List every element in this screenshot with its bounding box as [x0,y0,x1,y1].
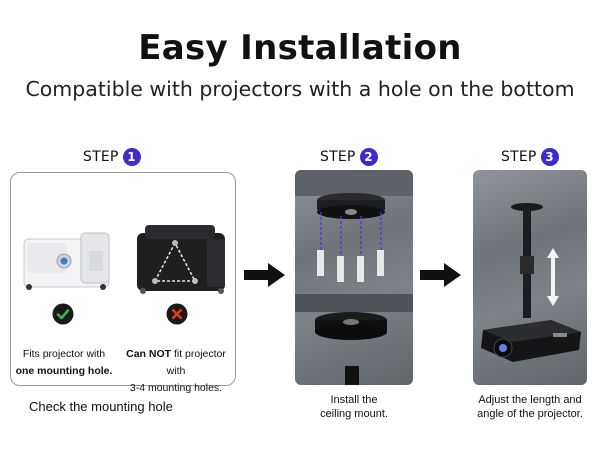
step-3-word: STEP [501,149,537,165]
step-3-caption: Adjust the length and angle of the proje… [457,393,600,421]
bad-caption: Can NOT fit projector with 3-4 mounting … [117,346,235,397]
step-2-caption: Install the ceiling mount. [295,393,413,421]
step-1-panel: Fits projector with one mounting hole. C… [10,172,236,394]
step-1-number-badge: 1 [122,148,141,166]
step-1-bottom-text: Check the mounting hole [29,399,173,414]
bad-caption-bold: Can NOT [126,348,172,360]
arrow-right-icon [244,263,285,287]
cross-icon [166,303,188,325]
check-icon [52,303,74,325]
step-2-caption-line1: Install the [330,394,378,406]
step-2-caption-line2: ceiling mount. [320,408,388,420]
projector-single-hole-image [23,232,110,290]
page-subtitle: Compatible with projectors with a hole o… [25,77,575,101]
good-caption: Fits projector with one mounting hole. [11,346,117,380]
step-1-word: STEP [83,149,119,165]
adjustable-mount-illustration [481,203,581,362]
arrow-right-icon [420,263,461,287]
projector-multi-hole-image [137,225,225,294]
good-caption-line2: one mounting hole. [15,365,113,377]
step-2-word: STEP [320,149,356,165]
ceiling-mount-illustration [295,170,413,385]
ceiling-mount-install-photo [295,170,413,385]
step-3-caption-line1: Adjust the length and [478,394,582,406]
step-3-caption-line2: angle of the projector. [477,408,583,420]
step-1-label: STEP 1 [83,148,141,166]
bad-caption-rest: fit projector with [166,348,226,377]
step-3-label: STEP 3 [501,148,559,166]
step-3-number-badge: 3 [540,148,559,166]
step-2-label: STEP 2 [320,148,378,166]
adjust-projector-photo [473,170,587,385]
good-caption-line1: Fits projector with [22,348,106,360]
step-2-number-badge: 2 [359,148,378,166]
bad-caption-line2: 3-4 mounting holes. [129,382,223,394]
page-title: Easy Installation [138,28,462,68]
